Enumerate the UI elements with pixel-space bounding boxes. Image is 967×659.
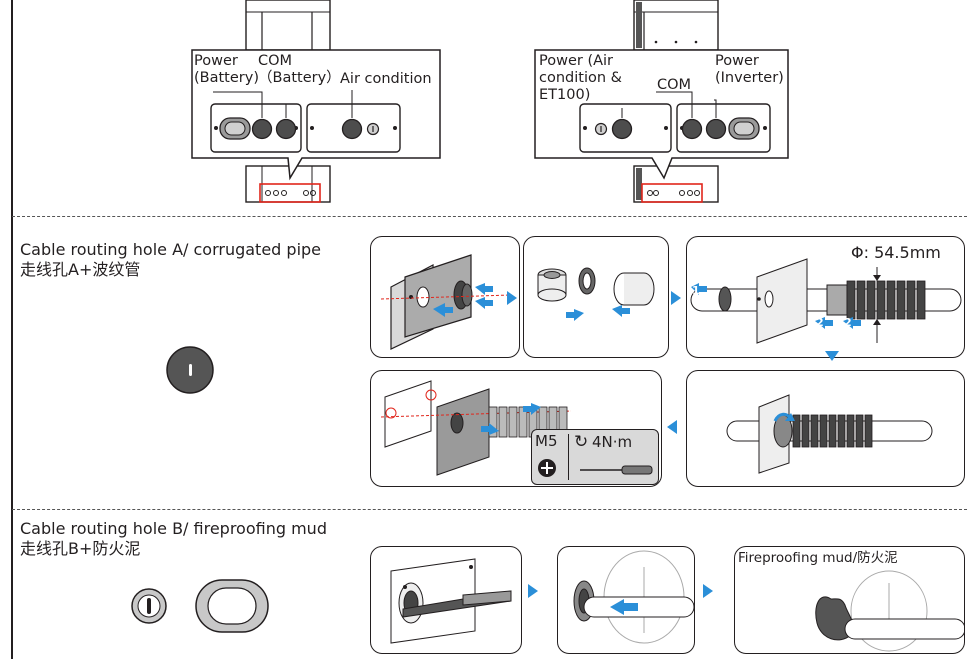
step-panel-insert-pipe [686,236,965,358]
arrow-down-icon [825,351,839,361]
cabinet-left-diagram [191,0,789,203]
step-panel-nut-parts [523,236,669,358]
step-panel-fireproofing-mud: Fireproofing mud/防火泥 [734,546,965,654]
label-power-air-et100: Power (Air condition & ET100) [539,53,622,103]
fireproofing-mud-label: Fireproofing mud/防火泥 [738,550,898,566]
section-b-title-en: Cable routing hole B/ fireproofing mud [20,519,327,538]
arrow-right-icon [528,584,538,598]
screw-size-label: M5 [535,432,558,450]
arrow-right-icon [703,584,713,598]
left-rule [11,0,13,659]
arrow-left-icon [667,420,677,434]
step-1-badge: 1 [692,284,700,297]
section-divider-a [12,216,967,217]
label-power-battery: Power (Battery) [194,53,259,86]
step-panel-route-cable [557,546,695,654]
plug-b-icons [131,579,269,633]
phillips-icon [538,459,556,477]
label-com-battery: COM （Battery） [258,53,341,86]
step-2-badge: 2 [844,316,852,329]
step-panel-fix-plate: M5 ↻ 4N·m [370,370,662,487]
section-divider-b [12,509,967,510]
arrow-right-icon [671,291,681,305]
torque-label: 4N·m [592,433,633,451]
section-a-title-en: Cable routing hole A/ corrugated pipe [20,240,322,259]
section-a-title-zh: 走线孔A+波纹管 [20,260,141,279]
rotate-icon: ↻ [574,432,589,452]
step-2-badge: 2 [816,316,824,329]
arrow-right-icon [507,291,517,305]
spec-divider [568,434,569,480]
label-power-inverter: Power (Inverter) [715,53,784,86]
label-com: COM [657,77,692,93]
section-b-title-zh: 走线孔B+防火泥 [20,539,141,558]
step-panel-cut-cover [370,546,522,654]
diameter-label: Φ: 54.5mm [851,243,941,262]
step-panel-tighten-pipe [686,370,965,487]
plug-a-icon [166,346,214,394]
screwdriver-icon [580,465,653,475]
torque-spec-box: M5 ↻ 4N·m [531,429,659,485]
step-panel-remove-cover [370,236,520,358]
label-air-condition: Air condition [340,71,432,87]
